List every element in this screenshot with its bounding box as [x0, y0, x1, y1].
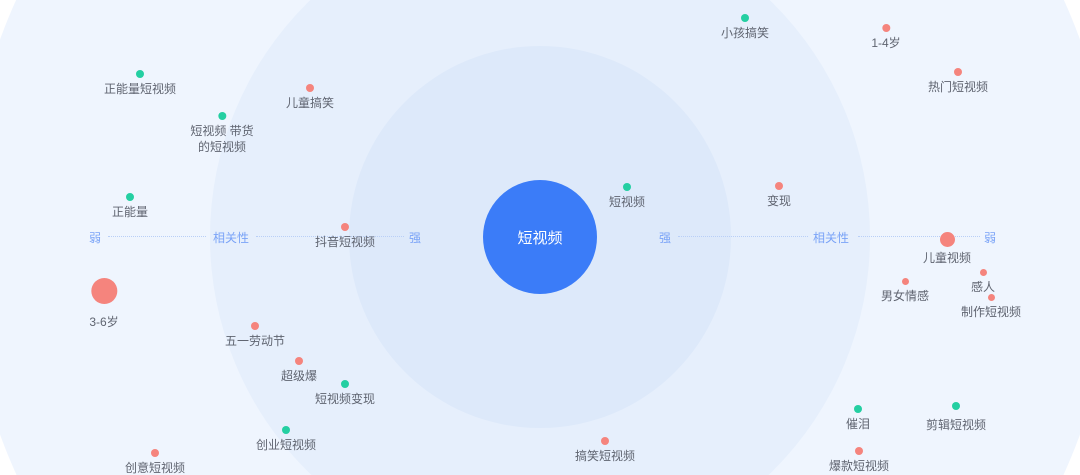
keyword-node[interactable]: 短视频 带货 的短视频 [190, 112, 254, 155]
keyword-dot-icon [218, 112, 226, 120]
axis-dotted-line-left-1 [108, 236, 206, 237]
axis-label-relevance-left: 相关性 [212, 231, 250, 245]
keyword-node[interactable]: 儿童搞笑 [286, 84, 334, 112]
keyword-node[interactable]: 小孩搞笑 [721, 14, 769, 42]
keyword-label: 1-4岁 [871, 36, 901, 50]
axis-label-strong-left: 强 [408, 231, 422, 245]
keyword-node[interactable]: 五一劳动节 [225, 322, 285, 350]
keyword-label: 正能量短视频 [103, 82, 177, 96]
keyword-label: 短视频 [608, 195, 646, 209]
center-keyword-bubble[interactable]: 短视频 [483, 180, 597, 294]
keyword-dot-icon [881, 24, 890, 32]
axis-dotted-line-right-1 [678, 236, 808, 237]
keyword-node[interactable]: 创意短视频 [125, 449, 185, 475]
axis-dotted-line-right-2 [858, 236, 980, 237]
keyword-node[interactable]: 1-4岁 [871, 24, 901, 52]
keyword-dot-icon [90, 278, 117, 304]
keyword-dot-icon [281, 426, 290, 434]
keyword-node[interactable]: 爆款短视频 [829, 447, 889, 475]
keyword-node[interactable]: 剪辑短视频 [926, 402, 986, 434]
keyword-label: 五一劳动节 [224, 334, 286, 348]
keyword-dot-icon [987, 293, 995, 301]
keyword-label: 超级爆 [280, 369, 318, 383]
axis-label-weak-right: 弱 [983, 231, 997, 245]
keyword-node[interactable]: 热门短视频 [928, 68, 988, 96]
keyword-label: 创业短视频 [255, 438, 317, 452]
keyword-node[interactable]: 感人 [970, 268, 996, 296]
keyword-node[interactable]: 3-6岁 [89, 278, 119, 331]
keyword-dot-icon [774, 182, 783, 190]
keyword-label: 儿童搞笑 [285, 96, 335, 110]
keyword-node[interactable]: 制作短视频 [960, 293, 1022, 321]
keyword-dot-icon [740, 14, 749, 22]
keyword-node[interactable]: 变现 [767, 182, 791, 210]
keyword-dot-icon [125, 193, 134, 201]
keyword-label: 抖音短视频 [314, 235, 376, 249]
keyword-node[interactable]: 超级爆 [281, 357, 317, 385]
keyword-dot-icon [305, 84, 314, 92]
keyword-node[interactable]: 正能量短视频 [104, 70, 176, 98]
keyword-label: 爆款短视频 [828, 459, 890, 473]
keyword-label: 热门短视频 [927, 80, 989, 94]
keyword-label: 小孩搞笑 [720, 26, 770, 40]
keyword-dot-icon [901, 277, 909, 285]
axis-dotted-line-left-2 [256, 236, 404, 237]
keyword-label: 剪辑短视频 [925, 418, 987, 432]
keyword-node[interactable]: 催泪 [846, 405, 870, 433]
keyword-node[interactable]: 抖音短视频 [315, 223, 375, 251]
keyword-label: 短视频变现 [314, 392, 376, 406]
axis-label-relevance-right: 相关性 [812, 231, 850, 245]
keyword-dot-icon [953, 68, 962, 76]
keyword-label: 短视频 带货 的短视频 [190, 124, 254, 154]
keyword-dot-icon [939, 231, 955, 247]
keyword-dot-icon [250, 322, 259, 330]
keyword-dot-icon [622, 183, 631, 191]
keyword-label: 催泪 [845, 417, 871, 431]
keyword-dot-icon [951, 402, 960, 410]
axis-label-weak-left: 弱 [88, 231, 102, 245]
keyword-dot-icon [294, 357, 303, 365]
keyword-dot-icon [340, 380, 349, 388]
keyword-node[interactable]: 男女情感 [880, 277, 930, 305]
keyword-label: 男女情感 [880, 288, 930, 303]
keyword-label: 正能量 [111, 205, 149, 219]
keyword-label: 变现 [766, 194, 792, 208]
keyword-node[interactable]: 搞笑短视频 [575, 437, 635, 465]
keyword-label: 3-6岁 [89, 315, 119, 329]
keyword-label: 搞笑短视频 [574, 449, 636, 463]
axis-label-strong-right: 强 [658, 231, 672, 245]
keyword-dot-icon [135, 70, 144, 78]
keyword-label: 制作短视频 [960, 304, 1022, 319]
keyword-dot-icon [340, 223, 349, 231]
keyword-node[interactable]: 正能量 [112, 193, 148, 221]
keyword-dot-icon [150, 449, 159, 457]
keyword-label: 儿童视频 [922, 250, 972, 265]
keyword-dot-icon [979, 268, 987, 276]
keyword-label: 感人 [970, 279, 996, 294]
keyword-dot-icon [854, 447, 863, 455]
keyword-node[interactable]: 儿童视频 [922, 231, 972, 267]
keyword-label: 创意短视频 [124, 461, 186, 475]
keyword-node[interactable]: 短视频变现 [315, 380, 375, 408]
keyword-node[interactable]: 短视频 [609, 183, 645, 211]
keyword-dot-icon [600, 437, 609, 445]
keyword-dot-icon [853, 405, 862, 413]
keyword-node[interactable]: 创业短视频 [256, 426, 316, 454]
